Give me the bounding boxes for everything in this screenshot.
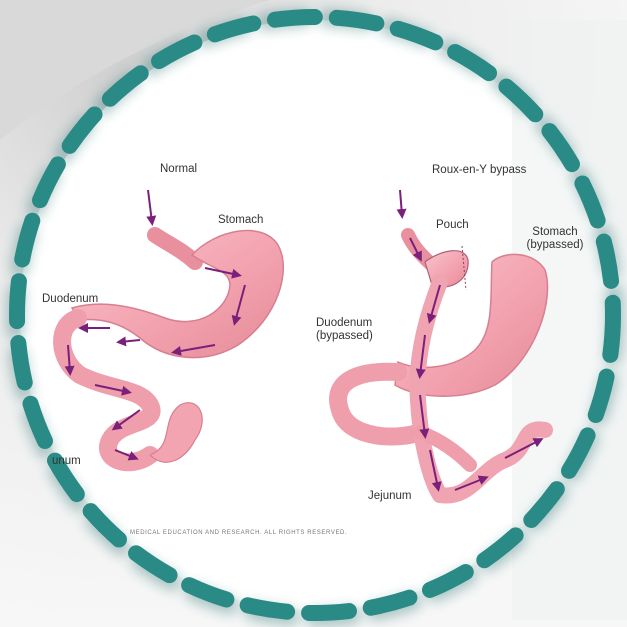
bypass-duodenum-label-line2: (bypassed) bbox=[316, 330, 373, 343]
normal-jejunum-label: unum bbox=[52, 455, 81, 468]
bypass-stomach-label-line2: (bypassed) bbox=[522, 239, 588, 252]
bypass-duodenum-label-line1: Duodenum bbox=[316, 317, 373, 330]
bypass-stomach-label: Stomach (bypassed) bbox=[522, 226, 588, 252]
bypass-title: Roux-en-Y bypass bbox=[432, 164, 526, 177]
copyright-text: MEDICAL EDUCATION AND RESEARCH. ALL RIGH… bbox=[130, 530, 347, 536]
bypass-pouch-label: Pouch bbox=[436, 219, 469, 232]
normal-stomach-label: Stomach bbox=[218, 214, 263, 227]
bypass-stomach-label-line1: Stomach bbox=[522, 226, 588, 239]
normal-title: Normal bbox=[160, 163, 197, 176]
bypass-jejunum-label: Jejunum bbox=[368, 490, 411, 503]
normal-duodenum-label: Duodenum bbox=[42, 293, 98, 306]
bypass-duodenum-label: Duodenum (bypassed) bbox=[316, 317, 373, 343]
